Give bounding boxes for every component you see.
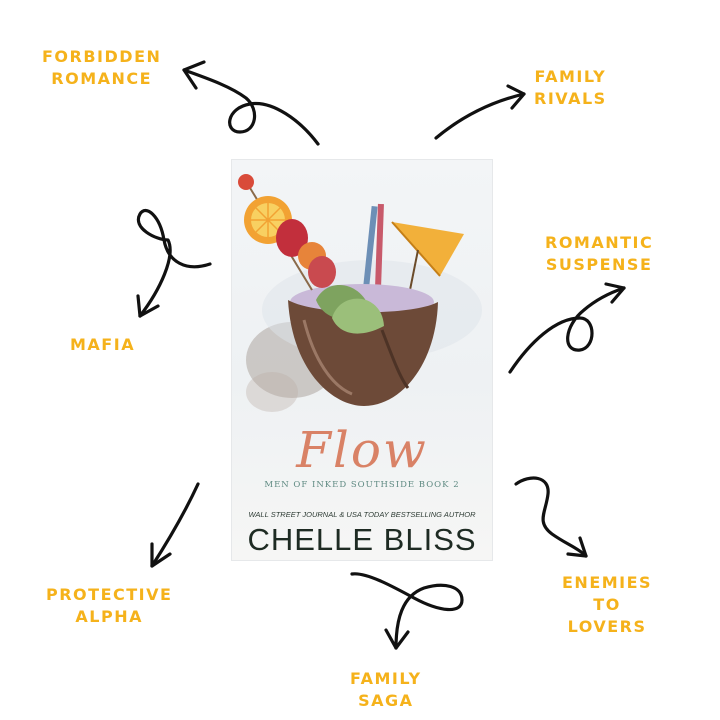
label-line: ENEMIES [562, 573, 653, 592]
label-line: SAGA [358, 691, 414, 710]
arrow-mafia [136, 208, 212, 318]
label-line: FORBIDDEN [42, 47, 162, 66]
author-tagline: WALL STREET JOURNAL & USA TODAY BESTSELL… [248, 510, 476, 519]
label-family-rivals: FAMILY RIVALS [534, 66, 607, 110]
coconut-drink-illustration [238, 174, 482, 412]
label-line: SUSPENSE [545, 255, 653, 274]
arrow-protective-alpha [150, 482, 200, 568]
label-line: ROMANCE [51, 69, 153, 88]
arrow-romantic-suspense [508, 282, 626, 374]
label-line: FAMILY [534, 67, 607, 86]
label-line: PROTECTIVE [46, 585, 173, 604]
label-line: LOVERS [567, 617, 647, 636]
label-line: TO [593, 595, 621, 614]
label-family-saga: FAMILY SAGA [350, 668, 422, 712]
arrow-forbidden-romance [182, 60, 320, 146]
book-cover: Flow MEN OF INKED SOUTHSIDE BOOK 2 WALL … [232, 160, 492, 560]
book-series: MEN OF INKED SOUTHSIDE BOOK 2 [264, 480, 460, 490]
label-line: MAFIA [70, 335, 136, 354]
label-line: ROMANTIC [545, 233, 654, 252]
book-title: Flow [296, 421, 428, 479]
label-line: RIVALS [534, 89, 607, 108]
label-mafia: MAFIA [70, 334, 135, 356]
arrow-enemies-to-lovers [514, 476, 588, 558]
label-line: FAMILY [350, 669, 422, 688]
label-protective-alpha: PROTECTIVE ALPHA [46, 584, 172, 628]
label-line: ALPHA [75, 607, 143, 626]
label-forbidden-romance: FORBIDDEN ROMANCE [42, 46, 161, 90]
label-romantic-suspense: ROMANTIC SUSPENSE [545, 232, 653, 276]
label-enemies-to-lovers: ENEMIES TO LOVERS [562, 572, 652, 638]
author-name: CHELLE BLISS [247, 522, 477, 557]
arrow-family-rivals [434, 84, 526, 140]
arrow-family-saga [350, 572, 464, 650]
